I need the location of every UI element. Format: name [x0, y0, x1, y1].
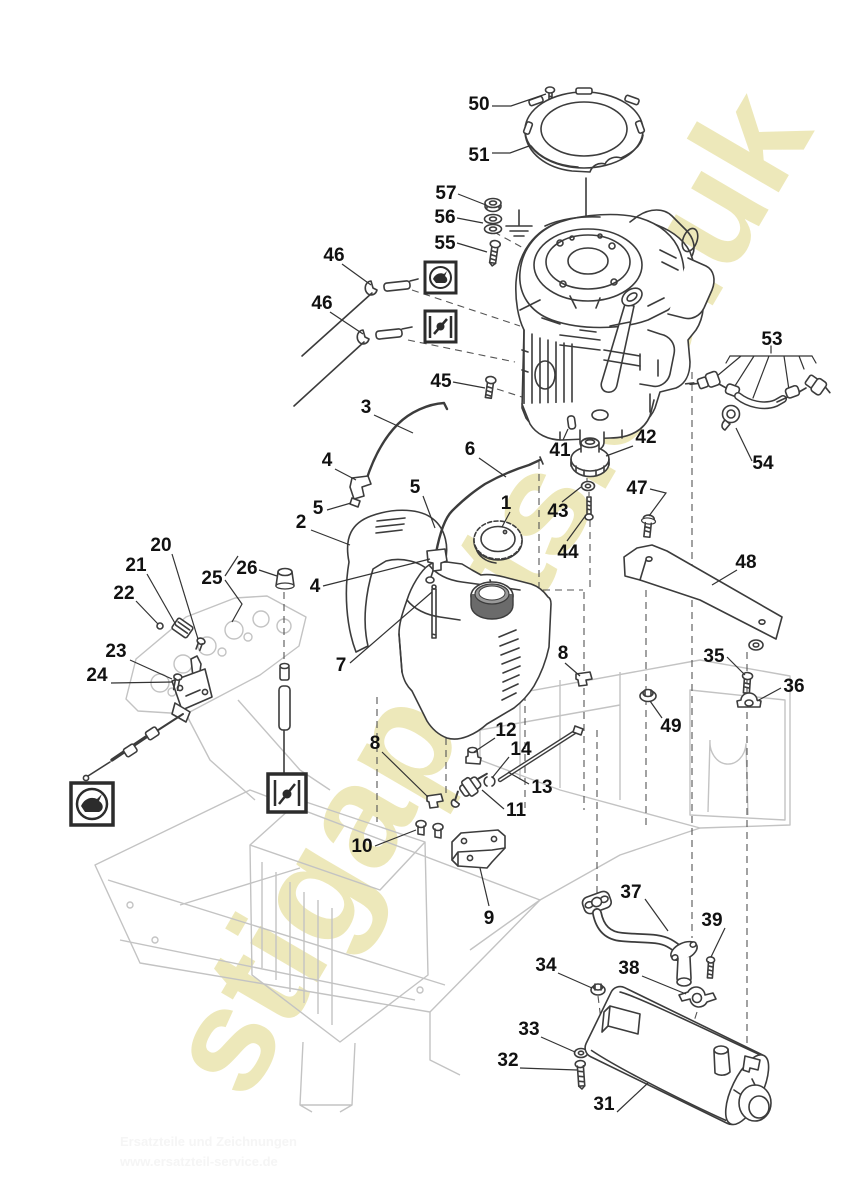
svg-text:21: 21: [125, 555, 147, 576]
svg-text:54: 54: [752, 453, 774, 474]
svg-text:42: 42: [635, 427, 656, 448]
svg-text:24: 24: [86, 665, 108, 686]
svg-text:22: 22: [113, 583, 134, 604]
svg-text:8: 8: [558, 643, 569, 664]
svg-text:45: 45: [430, 371, 452, 392]
svg-text:10: 10: [351, 836, 372, 857]
svg-text:2: 2: [296, 512, 307, 533]
svg-text:11: 11: [506, 800, 527, 821]
svg-text:1: 1: [501, 493, 512, 514]
svg-text:www.ersatzteil-service.de: www.ersatzteil-service.de: [119, 1154, 278, 1169]
svg-text:5: 5: [313, 498, 324, 519]
svg-text:49: 49: [660, 716, 681, 737]
svg-text:44: 44: [557, 542, 579, 563]
svg-text:41: 41: [549, 440, 571, 461]
svg-text:23: 23: [105, 641, 126, 662]
svg-text:Ersatzteile und Zeichnungen: Ersatzteile und Zeichnungen: [120, 1134, 297, 1149]
svg-text:3: 3: [361, 397, 372, 418]
svg-text:4: 4: [322, 450, 333, 471]
svg-text:14: 14: [510, 739, 532, 760]
svg-text:53: 53: [761, 329, 782, 350]
svg-text:7: 7: [336, 655, 347, 676]
svg-text:8: 8: [370, 733, 381, 754]
svg-text:20: 20: [150, 535, 171, 556]
svg-text:31: 31: [593, 1094, 615, 1115]
svg-text:56: 56: [434, 207, 455, 228]
svg-text:36: 36: [783, 676, 804, 697]
svg-text:5: 5: [410, 477, 421, 498]
svg-text:47: 47: [626, 478, 647, 499]
svg-text:51: 51: [468, 145, 490, 166]
svg-text:46: 46: [311, 293, 332, 314]
svg-text:39: 39: [701, 910, 722, 931]
svg-text:57: 57: [435, 183, 456, 204]
svg-text:33: 33: [518, 1019, 539, 1040]
svg-text:26: 26: [236, 558, 257, 579]
svg-text:50: 50: [468, 94, 489, 115]
svg-text:34: 34: [535, 955, 557, 976]
svg-text:25: 25: [201, 568, 223, 589]
svg-text:55: 55: [434, 233, 456, 254]
svg-text:46: 46: [323, 245, 344, 266]
svg-text:4: 4: [310, 576, 321, 597]
svg-text:43: 43: [547, 501, 568, 522]
svg-text:9: 9: [484, 908, 495, 929]
svg-text:48: 48: [735, 552, 756, 573]
svg-text:37: 37: [620, 882, 641, 903]
svg-text:6: 6: [465, 439, 476, 460]
svg-text:38: 38: [618, 958, 639, 979]
svg-text:13: 13: [531, 777, 552, 798]
svg-text:32: 32: [497, 1050, 518, 1071]
svg-text:12: 12: [495, 720, 516, 741]
svg-text:35: 35: [703, 646, 725, 667]
